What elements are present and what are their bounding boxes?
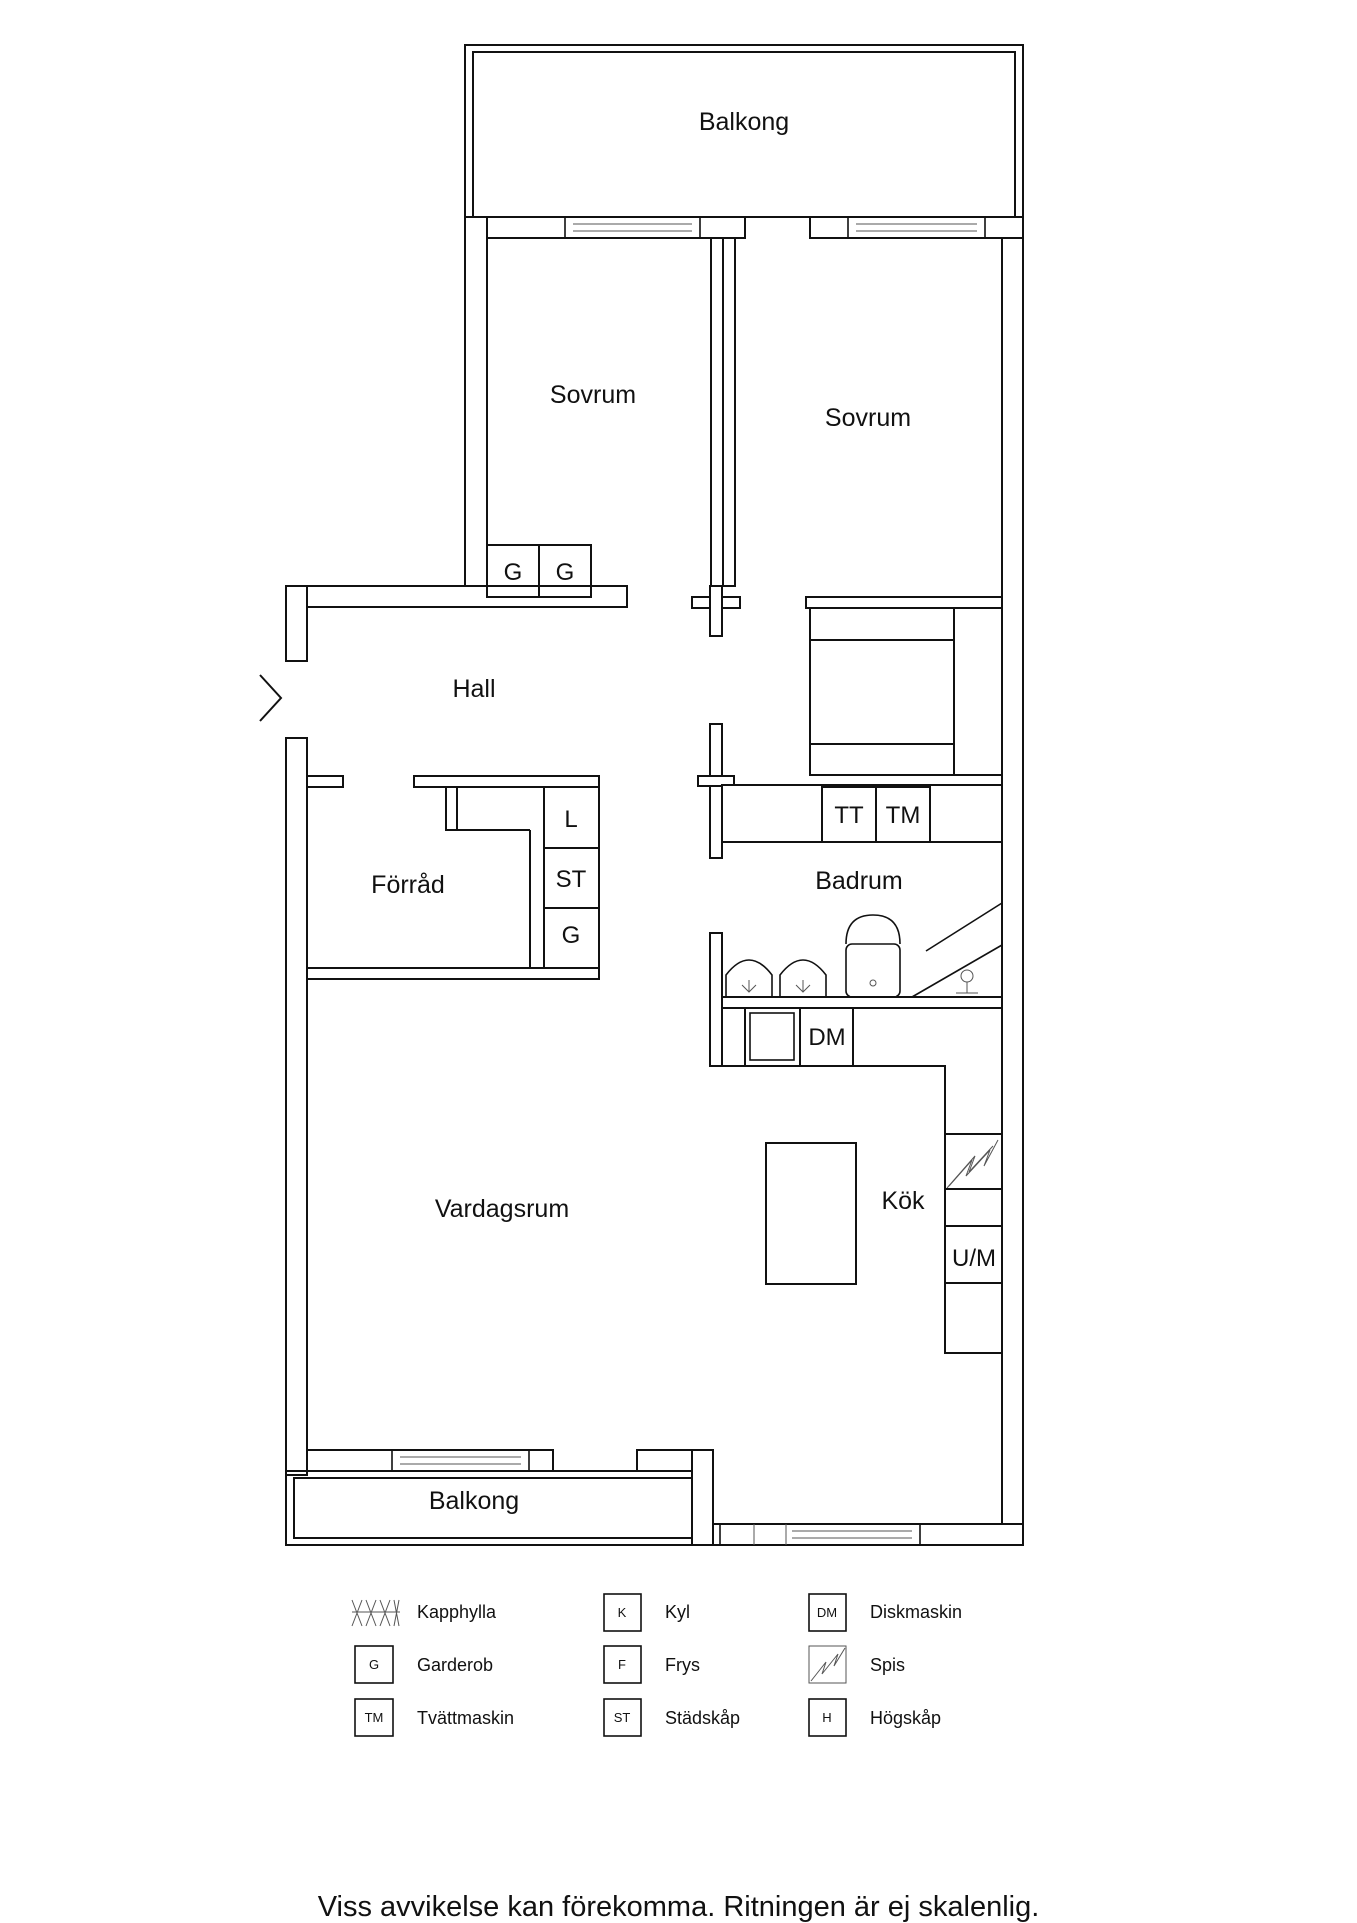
shower-icon — [911, 902, 1003, 998]
legend-symbol-4: F — [618, 1657, 626, 1672]
legend-coat-rack-icon — [351, 1599, 400, 1627]
legend-label-7: Städskåp — [665, 1708, 740, 1728]
disclaimer-text: Viss avvikelse kan förekomma. Ritningen … — [317, 1891, 1040, 1923]
storage-column — [543, 786, 600, 969]
fixture-label-g1: G — [504, 559, 523, 586]
windows-top — [564, 216, 986, 239]
room-label-badrum: Badrum — [815, 867, 903, 895]
legend-symbol-8: H — [822, 1710, 831, 1725]
windows-bottom — [391, 1449, 921, 1546]
room-label-sovrum-left: Sovrum — [550, 381, 636, 409]
legend-symbol-6: TM — [365, 1710, 384, 1725]
fixture-label-g2: G — [556, 559, 575, 586]
room-label-balkong-top: Balkong — [699, 108, 789, 136]
legend-symbol-7: ST — [614, 1710, 631, 1725]
room-label-kok: Kök — [881, 1187, 925, 1215]
laundry-boxes — [821, 786, 931, 843]
fixture-label-l: L — [564, 806, 577, 833]
room-labels: Balkong Sovrum Sovrum Hall Förråd Badrum… — [371, 108, 925, 1515]
room-label-balkong-bottom: Balkong — [429, 1487, 519, 1515]
legend-symbol-2: DM — [817, 1605, 837, 1620]
fixture-label-st: ST — [556, 866, 587, 893]
room-label-hall: Hall — [452, 675, 495, 703]
sink-icon — [725, 959, 827, 997]
legend-label-5: Spis — [870, 1655, 905, 1675]
toilet-icon — [845, 914, 901, 998]
room-label-sovrum-right: Sovrum — [825, 404, 911, 432]
legend-stove-icon — [808, 1645, 847, 1684]
fixture-labels: G G L ST G TT TM DM U/M — [504, 559, 996, 1272]
legend-label-1: Kyl — [665, 1602, 690, 1622]
kitchen-appliances — [944, 1133, 1003, 1284]
legend-label-8: Högskåp — [870, 1708, 941, 1728]
dishwasher-sink-icon — [749, 1012, 795, 1061]
room-label-forrad: Förråd — [371, 871, 445, 899]
fixture-label-g3: G — [562, 922, 581, 949]
interior-walls — [306, 237, 1003, 1354]
legend-symbol-3: G — [369, 1657, 379, 1672]
fixture-label-tm: TM — [886, 802, 921, 829]
legend: Kapphylla K Kyl DM Diskmaskin G Garderob… — [351, 1593, 962, 1737]
room-label-vardagsrum: Vardagsrum — [435, 1195, 569, 1223]
exterior-walls — [285, 216, 1024, 1546]
wardrobes-bedroom — [486, 544, 592, 598]
legend-label-2: Diskmaskin — [870, 1602, 962, 1622]
legend-label-0: Kapphylla — [417, 1602, 497, 1622]
legend-label-3: Garderob — [417, 1655, 493, 1675]
fixture-label-um: U/M — [952, 1245, 996, 1272]
legend-label-4: Frys — [665, 1655, 700, 1675]
legend-symbol-1: K — [618, 1605, 627, 1620]
entrance-door-icon — [259, 674, 283, 722]
fixture-label-dm: DM — [808, 1024, 845, 1051]
fixture-label-tt: TT — [834, 802, 864, 829]
legend-label-6: Tvättmaskin — [417, 1708, 514, 1728]
